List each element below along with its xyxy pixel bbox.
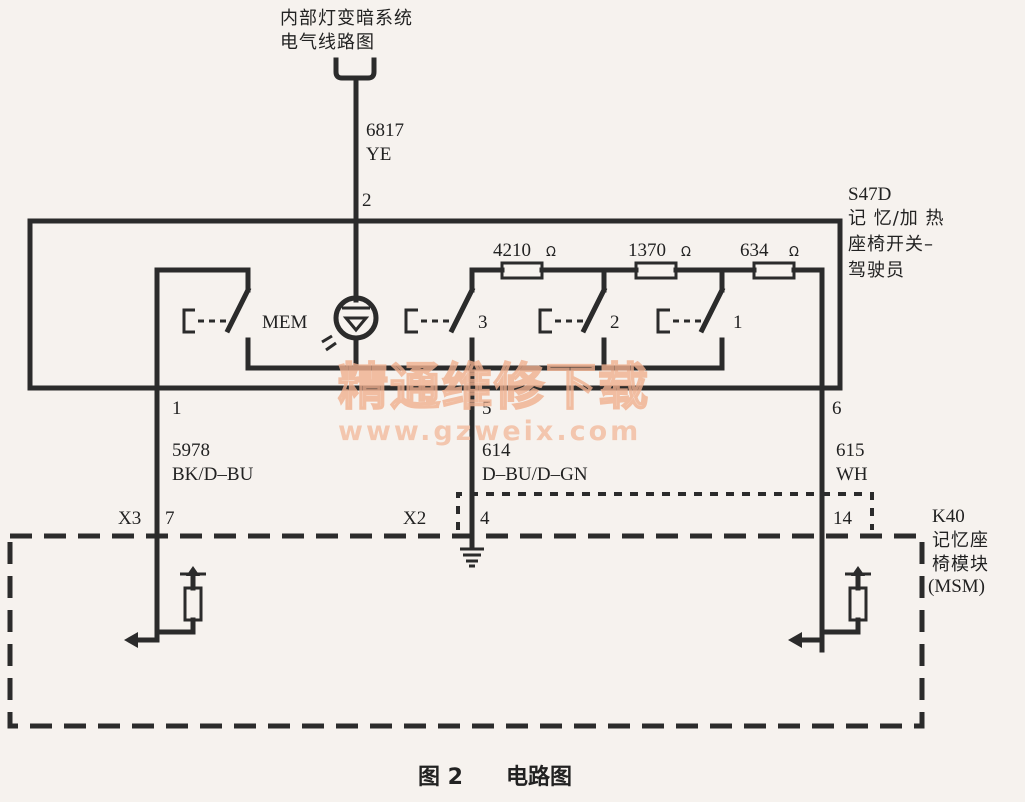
pin-1: 1	[172, 398, 182, 419]
switch-id: S47D	[848, 184, 891, 205]
supply-arrow-icon	[186, 566, 200, 576]
wire-top-color: YE	[366, 144, 391, 165]
switch-name-line3: 驾驶员	[848, 260, 905, 281]
switch-3-label: 3	[478, 312, 488, 333]
watermark-url: www.gzweix.com	[338, 416, 641, 447]
mem-switch: MEM	[154, 267, 308, 533]
connector-x2-outline	[456, 492, 874, 530]
resistor-4210	[500, 261, 544, 280]
switch-1-label: 1	[733, 312, 743, 333]
figure-title: 电路图	[506, 764, 572, 790]
connector-right-pin: 14	[833, 508, 853, 529]
ohm-icon: Ω	[789, 245, 799, 260]
resistor-label-1: 4210	[493, 240, 531, 261]
pin-top: 2	[362, 190, 372, 211]
switch-name-line2: 座椅开关–	[848, 234, 934, 255]
resistor-chain: 4210 1370 634 Ω Ω Ω	[469, 240, 825, 653]
switch-2: 2	[538, 267, 620, 371]
ground-icon	[460, 547, 484, 568]
wire-top-circuit: 6817	[366, 120, 404, 141]
resistor-label-3: 634	[740, 240, 769, 261]
arrow-left-icon	[124, 632, 138, 648]
pin-6: 6	[832, 398, 842, 419]
wire-mid-color: D–BU/D–GN	[482, 464, 588, 485]
source-title-line2: 电气线路图	[280, 32, 375, 53]
lamp-icon	[321, 295, 379, 371]
arrow-left-icon	[788, 632, 802, 648]
connector-x2: X2	[403, 508, 426, 529]
pin-5: 5	[482, 398, 492, 419]
module-name-line2: 椅模块	[932, 554, 989, 575]
switch-1: 1	[656, 267, 743, 371]
connector-x3: X3	[118, 508, 141, 529]
right-input-circuit	[788, 566, 871, 648]
switch-3: 3	[404, 286, 488, 371]
resistor-634	[752, 261, 796, 280]
wire-mid-circuit: 614	[482, 440, 511, 461]
wire-left-circuit: 5978	[172, 440, 210, 461]
source-title-line1: 内部灯变暗系统	[280, 8, 413, 29]
mem-label: MEM	[262, 312, 308, 333]
connector-x3-pin: 7	[165, 508, 175, 529]
resistor-label-2: 1370	[628, 240, 666, 261]
top-connector-fork	[333, 57, 377, 87]
module-box	[7, 533, 925, 729]
module-id: K40	[932, 506, 965, 527]
figure-number: 图 2	[418, 765, 463, 790]
left-input-circuit	[124, 527, 206, 648]
wire-right-color: WH	[836, 464, 868, 485]
ohm-icon: Ω	[681, 245, 691, 260]
watermark-cn: 精通维修下载	[338, 358, 650, 416]
wire-left-color: BK/D–BU	[172, 464, 254, 485]
pullup-resistor-right	[848, 586, 868, 622]
module-name-line3: (MSM)	[928, 576, 985, 597]
wire-right-circuit: 615	[836, 440, 865, 461]
pullup-resistor-left	[183, 586, 203, 622]
module-name-line1: 记忆座	[932, 530, 989, 551]
switch-box	[27, 218, 843, 391]
connector-x2-pin: 4	[480, 508, 490, 529]
switch-name-line1: 记 忆/加 热	[848, 208, 945, 229]
switch-2-label: 2	[610, 312, 620, 333]
resistor-1370	[634, 261, 678, 280]
supply-arrow-icon	[851, 566, 865, 576]
ohm-icon: Ω	[546, 245, 556, 260]
